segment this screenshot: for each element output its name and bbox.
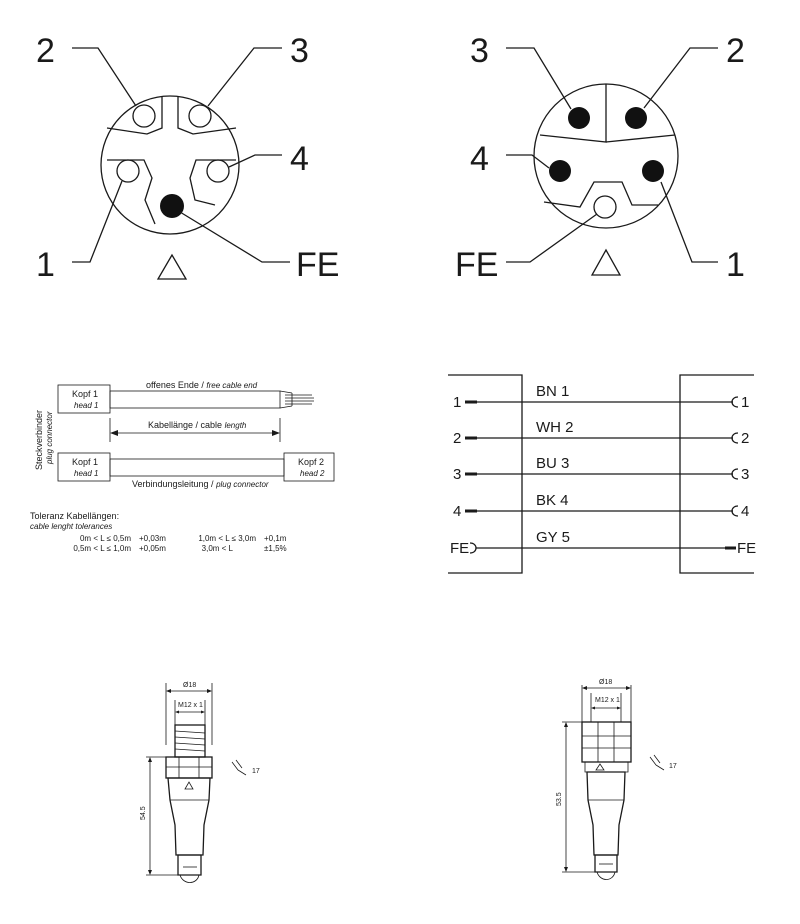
pin-label-left-2: 2 [36, 32, 55, 70]
mechanical-drawing-left: Ø18 M12 x 1 17 54.5 [140, 682, 260, 883]
wrench-icon [231, 759, 247, 776]
pin-label-right-1: 1 [726, 246, 745, 284]
pin-label-left-4: 4 [290, 140, 309, 178]
key-triangle-icon [156, 253, 188, 280]
cable-diagram: Steckverbinder plug connector Kopf 1 hea… [30, 380, 335, 553]
wire-color-label-2: WH 2 [536, 419, 574, 436]
pin-label-right-4: 4 [470, 140, 489, 178]
connector-face-left: 2 3 4 1 FE [36, 32, 339, 284]
wire-color-label-4: BK 4 [536, 492, 569, 509]
diameter-label-left: Ø18 [183, 682, 196, 689]
wire-left-pin-4: 4 [453, 503, 461, 520]
thread-label-left: M12 x 1 [178, 702, 203, 709]
key-triangle-icon [595, 763, 605, 771]
key-triangle-icon [184, 781, 194, 790]
wire-list: 1 1 BN 1 2 2 WH 2 3 3 BU 3 4 4 BK 4 FE FE GY 5 [450, 383, 756, 557]
wire-right-socket-4 [731, 505, 739, 517]
head1-italic-top: head 1 [74, 401, 98, 410]
pin-label-right-3: 3 [470, 32, 489, 70]
pin-label-left-3: 3 [290, 32, 309, 70]
wire-color-label-5: GY 5 [536, 529, 570, 546]
pin-label-right-fe: FE [455, 246, 498, 284]
tolerance-subtitle: cable lenght tolerances [30, 522, 112, 531]
wire-right-socket-3 [731, 468, 739, 480]
wire-left-socket-5 [469, 542, 477, 554]
tolerance-range-2: 1,0m < L ≤ 3,0m [198, 534, 256, 543]
wire-right-pin-5: FE [737, 540, 756, 557]
wire-left-pin-1: 1 [453, 394, 461, 411]
pin-label-left-fe: FE [296, 246, 339, 284]
head1-label-top: Kopf 1 [72, 389, 98, 399]
plug-connector-vertical-label: Steckverbinder [34, 410, 44, 470]
wire-color-label-1: BN 1 [536, 383, 569, 400]
head1-label-bottom: Kopf 1 [72, 457, 98, 467]
tolerance-range-1: 0m < L ≤ 0,5m [80, 534, 131, 543]
wire-left-pin-2: 2 [453, 430, 461, 447]
tolerance-value-3: +0,05m [139, 544, 166, 553]
diameter-label-right: Ø18 [599, 679, 612, 686]
head2-label: Kopf 2 [298, 457, 324, 467]
wire-left-pin-5: FE [450, 540, 469, 557]
length-label-right: 53.5 [556, 792, 563, 806]
plug-connector-cable-label: Verbindungsleitung / plug connector [132, 479, 269, 489]
tolerance-title: Toleranz Kabellängen: [30, 511, 119, 521]
wire-right-pin-3: 3 [741, 466, 749, 483]
tolerance-value-1: +0,03m [139, 534, 166, 543]
tolerance-value-4: ±1,5% [264, 544, 287, 553]
wrench-size-right: 17 [669, 763, 677, 770]
wire-right-pin-1: 1 [741, 394, 749, 411]
head1-italic-bottom: head 1 [74, 469, 98, 478]
pin-label-right-2: 2 [726, 32, 745, 70]
length-label-left: 54.5 [140, 806, 147, 820]
thread-label-right: M12 x 1 [595, 697, 620, 704]
key-triangle-icon [590, 248, 622, 276]
tolerance-value-2: +0,1m [264, 534, 287, 543]
wire-right-pin-2: 2 [741, 430, 749, 447]
cable-length-label: Kabellänge / cable length [148, 420, 247, 430]
wire-right-socket-1 [731, 396, 739, 408]
wiring-diagram: 1 1 BN 1 2 2 WH 2 3 3 BU 3 4 4 BK 4 FE FE GY 5 [448, 374, 756, 574]
wire-right-socket-2 [731, 432, 739, 444]
tolerance-range-4: 3,0m < L [202, 544, 234, 553]
pin-label-left-1: 1 [36, 246, 55, 284]
tolerance-range-3: 0,5m < L ≤ 1,0m [73, 544, 131, 553]
wrench-size-left: 17 [252, 768, 260, 775]
wire-right-pin-4: 4 [741, 503, 749, 520]
connector-face-right: 3 2 4 FE 1 [455, 32, 745, 284]
head2-italic: head 2 [300, 469, 325, 478]
free-end-label: offenes Ende / free cable end [146, 380, 258, 390]
wire-left-pin-3: 3 [453, 466, 461, 483]
mechanical-drawing-right: Ø18 M12 x 1 17 53.5 [556, 679, 677, 880]
wire-color-label-3: BU 3 [536, 455, 569, 472]
wrench-icon [649, 754, 665, 771]
plug-connector-vertical-italic: plug connector [45, 411, 54, 465]
